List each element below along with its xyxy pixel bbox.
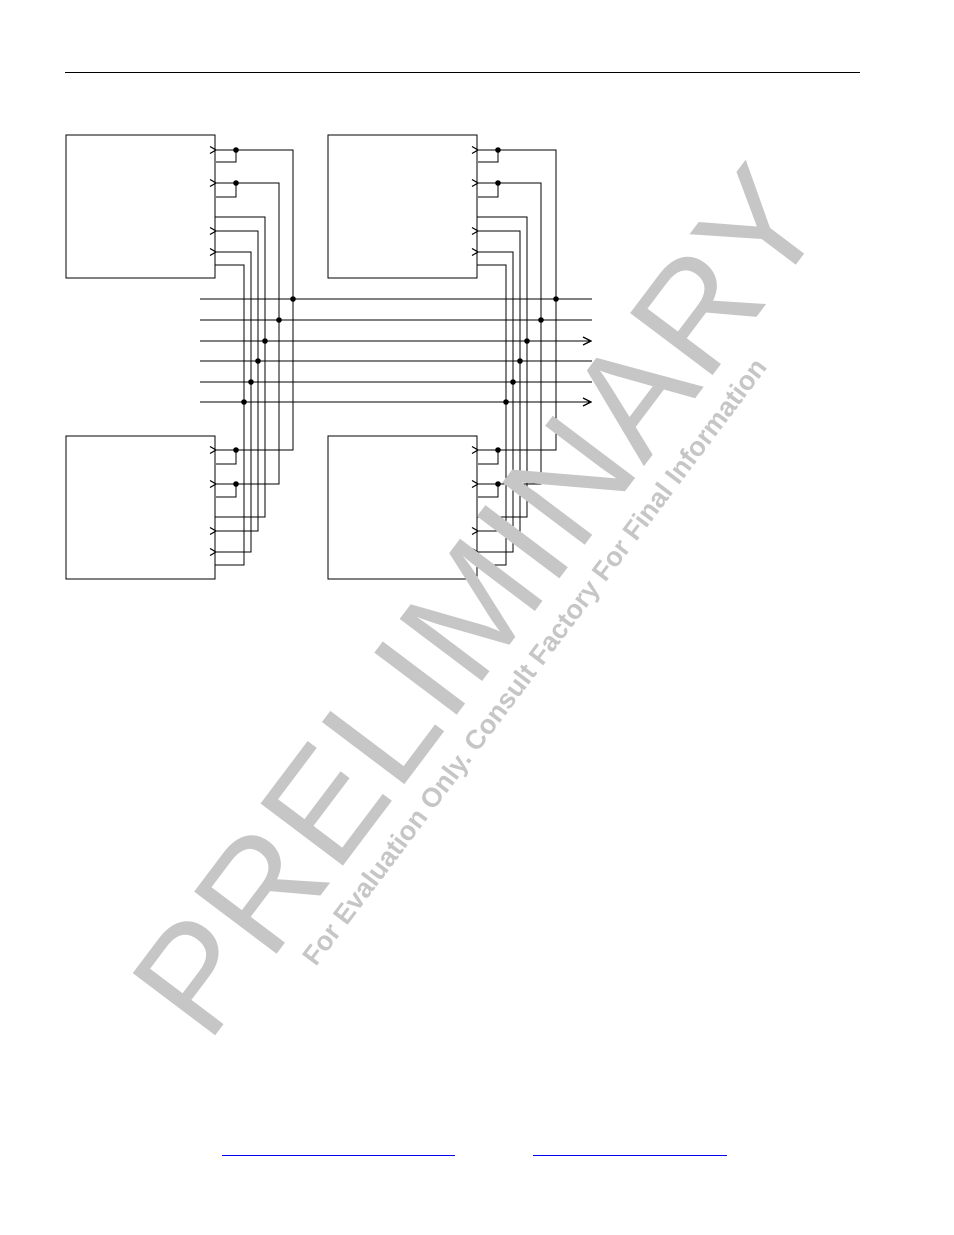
wire-bl-3	[215, 341, 266, 518]
junction-dot	[495, 147, 501, 153]
wire-br-4	[478, 361, 521, 531]
wire-tr-6	[477, 264, 507, 402]
wire-tl-2b	[216, 183, 237, 198]
wire-tl-5	[216, 252, 252, 382]
junction-dot	[233, 447, 239, 453]
junction-dot	[276, 317, 282, 323]
junction-dot	[510, 379, 516, 385]
wire-tr-2	[498, 182, 542, 320]
junction-dot	[517, 358, 523, 364]
block-top-right	[327, 134, 478, 279]
junction-dot	[495, 447, 501, 453]
junction-dot	[233, 180, 239, 186]
wire-br-1	[498, 299, 557, 451]
block-bottom-left	[65, 435, 216, 580]
wire-br-2	[498, 320, 542, 485]
wire-tl-6	[215, 264, 245, 402]
wire-bl-2	[236, 320, 280, 485]
wire-br-6	[477, 402, 507, 566]
wire-tl-1	[236, 149, 294, 299]
wire-tr-4	[478, 231, 521, 361]
wire-br-2b	[478, 484, 499, 498]
wire-tr-3	[477, 216, 528, 341]
junction-dot	[553, 296, 559, 302]
footer-link-right[interactable]	[533, 1155, 727, 1156]
footer-link-left[interactable]	[222, 1155, 455, 1156]
wire-bl-6	[215, 402, 245, 566]
junction-dot	[538, 317, 544, 323]
wire-tr-1b	[478, 150, 499, 163]
junction-dot	[233, 147, 239, 153]
junction-dot	[248, 379, 254, 385]
wire-tr-2b	[478, 183, 499, 198]
junction-dot	[233, 481, 239, 487]
junction-dot	[241, 399, 247, 405]
wire-bl-1	[236, 299, 294, 451]
wire-br-1b	[478, 450, 499, 465]
junction-dot	[290, 296, 296, 302]
junction-dot	[255, 358, 261, 364]
wire-tl-3	[215, 216, 266, 341]
junction-dot	[495, 481, 501, 487]
wire-tl-2	[236, 182, 280, 320]
junction-dot	[503, 399, 509, 405]
junction-dot	[524, 338, 530, 344]
wire-tl-4	[216, 231, 259, 361]
wire-tr-5	[478, 252, 514, 382]
wire-bl-1b	[216, 450, 237, 465]
wire-br-5	[478, 382, 514, 552]
wire-tl-1b	[216, 150, 237, 163]
wire-br-3	[477, 341, 528, 518]
wire-tr-1	[498, 149, 557, 299]
wire-bl-5	[216, 382, 252, 552]
header-rule	[65, 72, 860, 73]
wire-bl-2b	[216, 484, 237, 498]
block-top-left	[65, 134, 216, 279]
block-bottom-right	[327, 435, 478, 580]
junction-dot	[262, 338, 268, 344]
junction-dot	[495, 180, 501, 186]
wire-bl-4	[216, 361, 259, 531]
